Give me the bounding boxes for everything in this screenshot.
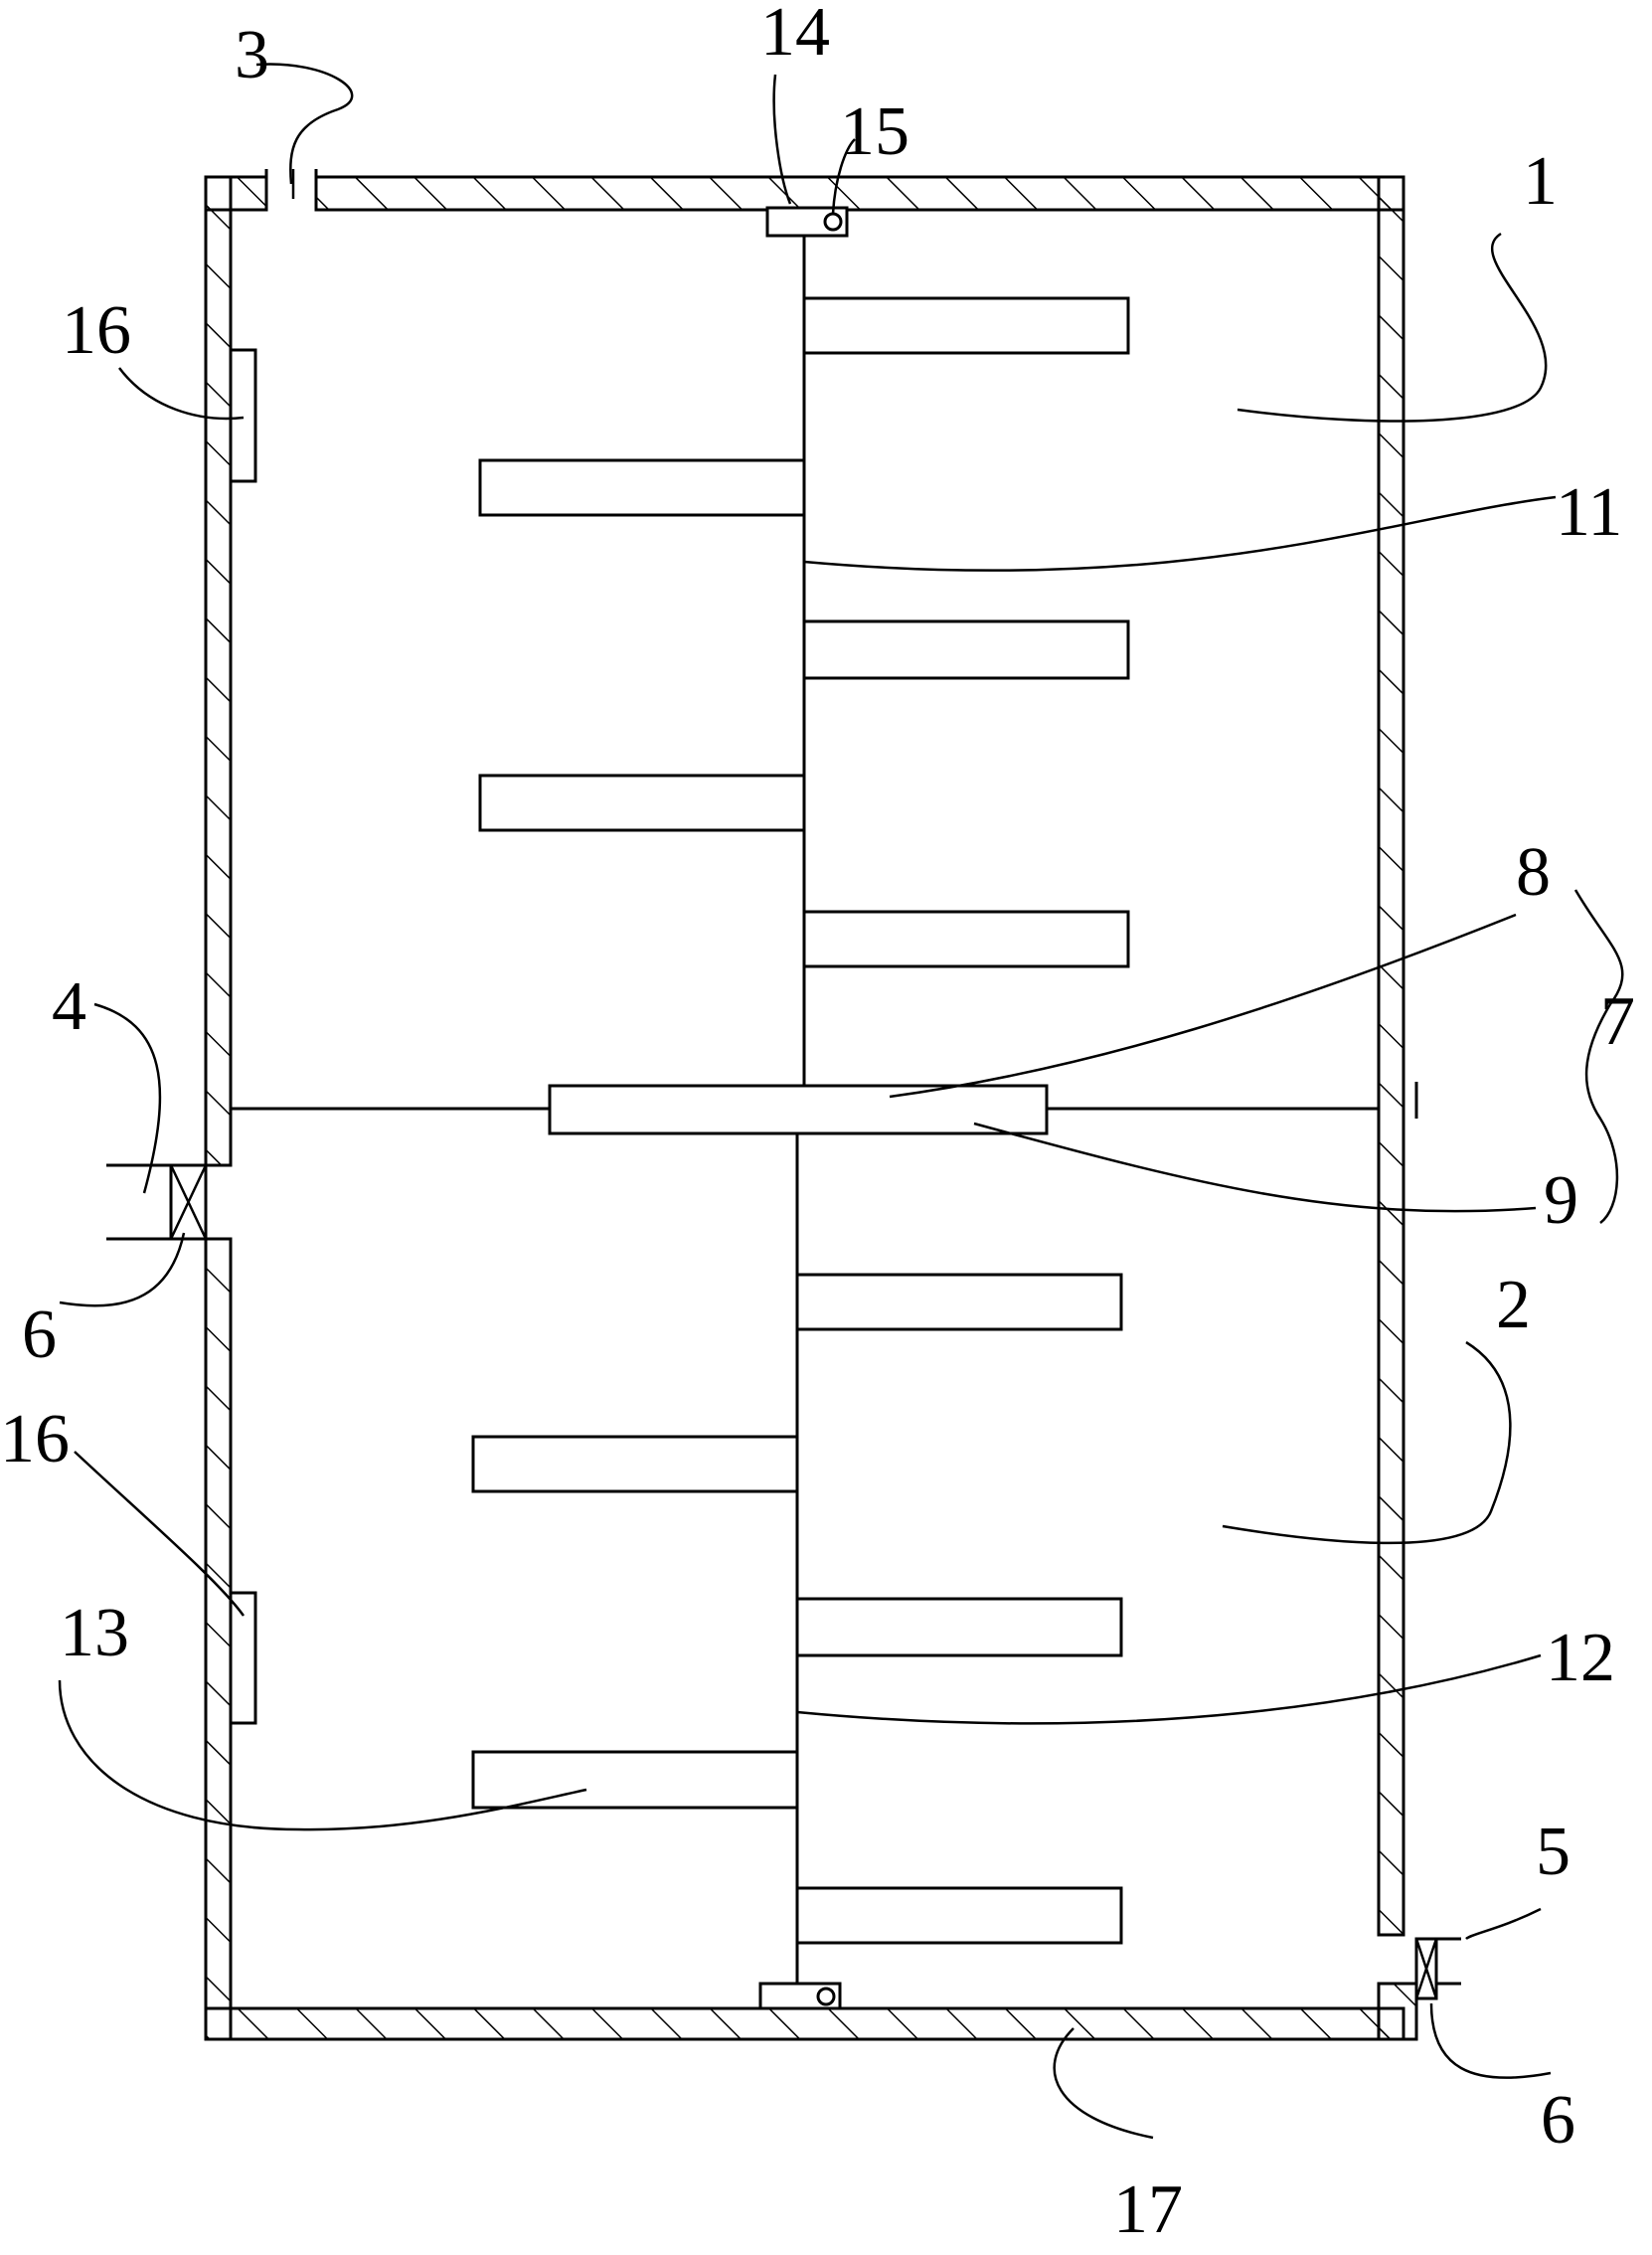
top-bearing-14 <box>765 206 849 238</box>
valve-left-6 <box>169 1163 208 1241</box>
inlet-3 <box>264 169 318 210</box>
label-9: 9 <box>1544 1162 1578 1239</box>
label-2: 2 <box>1496 1267 1531 1343</box>
side-window-upper-16 <box>229 348 257 483</box>
leader-6b <box>1429 2002 1552 2079</box>
label-3: 3 <box>235 17 269 93</box>
leader-5 <box>1465 1907 1542 1941</box>
leader-14 <box>772 74 792 205</box>
right-wall <box>1377 175 1405 1937</box>
leader-3 <box>255 63 354 185</box>
label-16b: 16 <box>0 1401 70 1477</box>
pipe-5 <box>1436 1937 1461 1986</box>
label-6b: 6 <box>1541 2082 1575 2159</box>
leader-8 <box>889 913 1517 1099</box>
label-12: 12 <box>1546 1620 1615 1696</box>
leader-7 <box>1573 889 1624 1224</box>
label-14: 14 <box>760 0 830 71</box>
top-wall-right <box>314 175 1405 212</box>
label-15: 15 <box>840 93 909 170</box>
label-5: 5 <box>1536 1814 1570 1890</box>
label-11: 11 <box>1556 474 1622 551</box>
leader-2 <box>1222 1340 1512 1545</box>
label-4: 4 <box>52 968 86 1045</box>
upper-blades <box>478 296 1130 968</box>
left-wall-upper <box>204 175 233 1167</box>
label-1: 1 <box>1523 143 1558 220</box>
leader-11 <box>803 495 1557 572</box>
lower-blades <box>471 1273 1123 1945</box>
leader-16b <box>74 1451 246 1617</box>
label-8: 8 <box>1516 834 1551 911</box>
leader-12 <box>796 1653 1542 1725</box>
bottom-bearing <box>758 1982 842 2010</box>
outlet-stub <box>1377 1982 1418 2041</box>
blade <box>795 1597 1123 1657</box>
leader-13 <box>58 1679 587 1831</box>
blade <box>795 1886 1123 1945</box>
side-window-lower-16 <box>229 1591 257 1725</box>
housing-walls <box>204 175 1418 2041</box>
blade <box>478 458 806 517</box>
valve-right-6 <box>1414 1937 1438 2000</box>
label-16a: 16 <box>62 292 131 369</box>
blade <box>802 619 1130 680</box>
pipe-4 <box>106 1163 171 1241</box>
blade <box>478 774 806 832</box>
label-13: 13 <box>60 1595 129 1671</box>
blade <box>802 910 1130 968</box>
label-17: 17 <box>1113 2171 1183 2248</box>
label-6a: 6 <box>22 1297 57 1373</box>
blade <box>471 1435 799 1493</box>
leader-lines <box>58 63 1624 2140</box>
blade <box>795 1273 1123 1331</box>
blade <box>471 1750 799 1810</box>
leader-16a <box>118 367 245 421</box>
leader-1 <box>1237 232 1548 423</box>
bottom-wall <box>204 2006 1405 2041</box>
leader-4 <box>93 1002 162 1194</box>
middle-plate-8 <box>548 1084 1049 1135</box>
leader-17 <box>1053 2027 1154 2140</box>
left-wall-lower <box>204 1237 233 2041</box>
label-7: 7 <box>1600 983 1635 1060</box>
leader-6a <box>59 1232 186 1307</box>
leader-9 <box>973 1122 1537 1213</box>
leader-15 <box>831 138 856 215</box>
blade <box>802 296 1130 355</box>
